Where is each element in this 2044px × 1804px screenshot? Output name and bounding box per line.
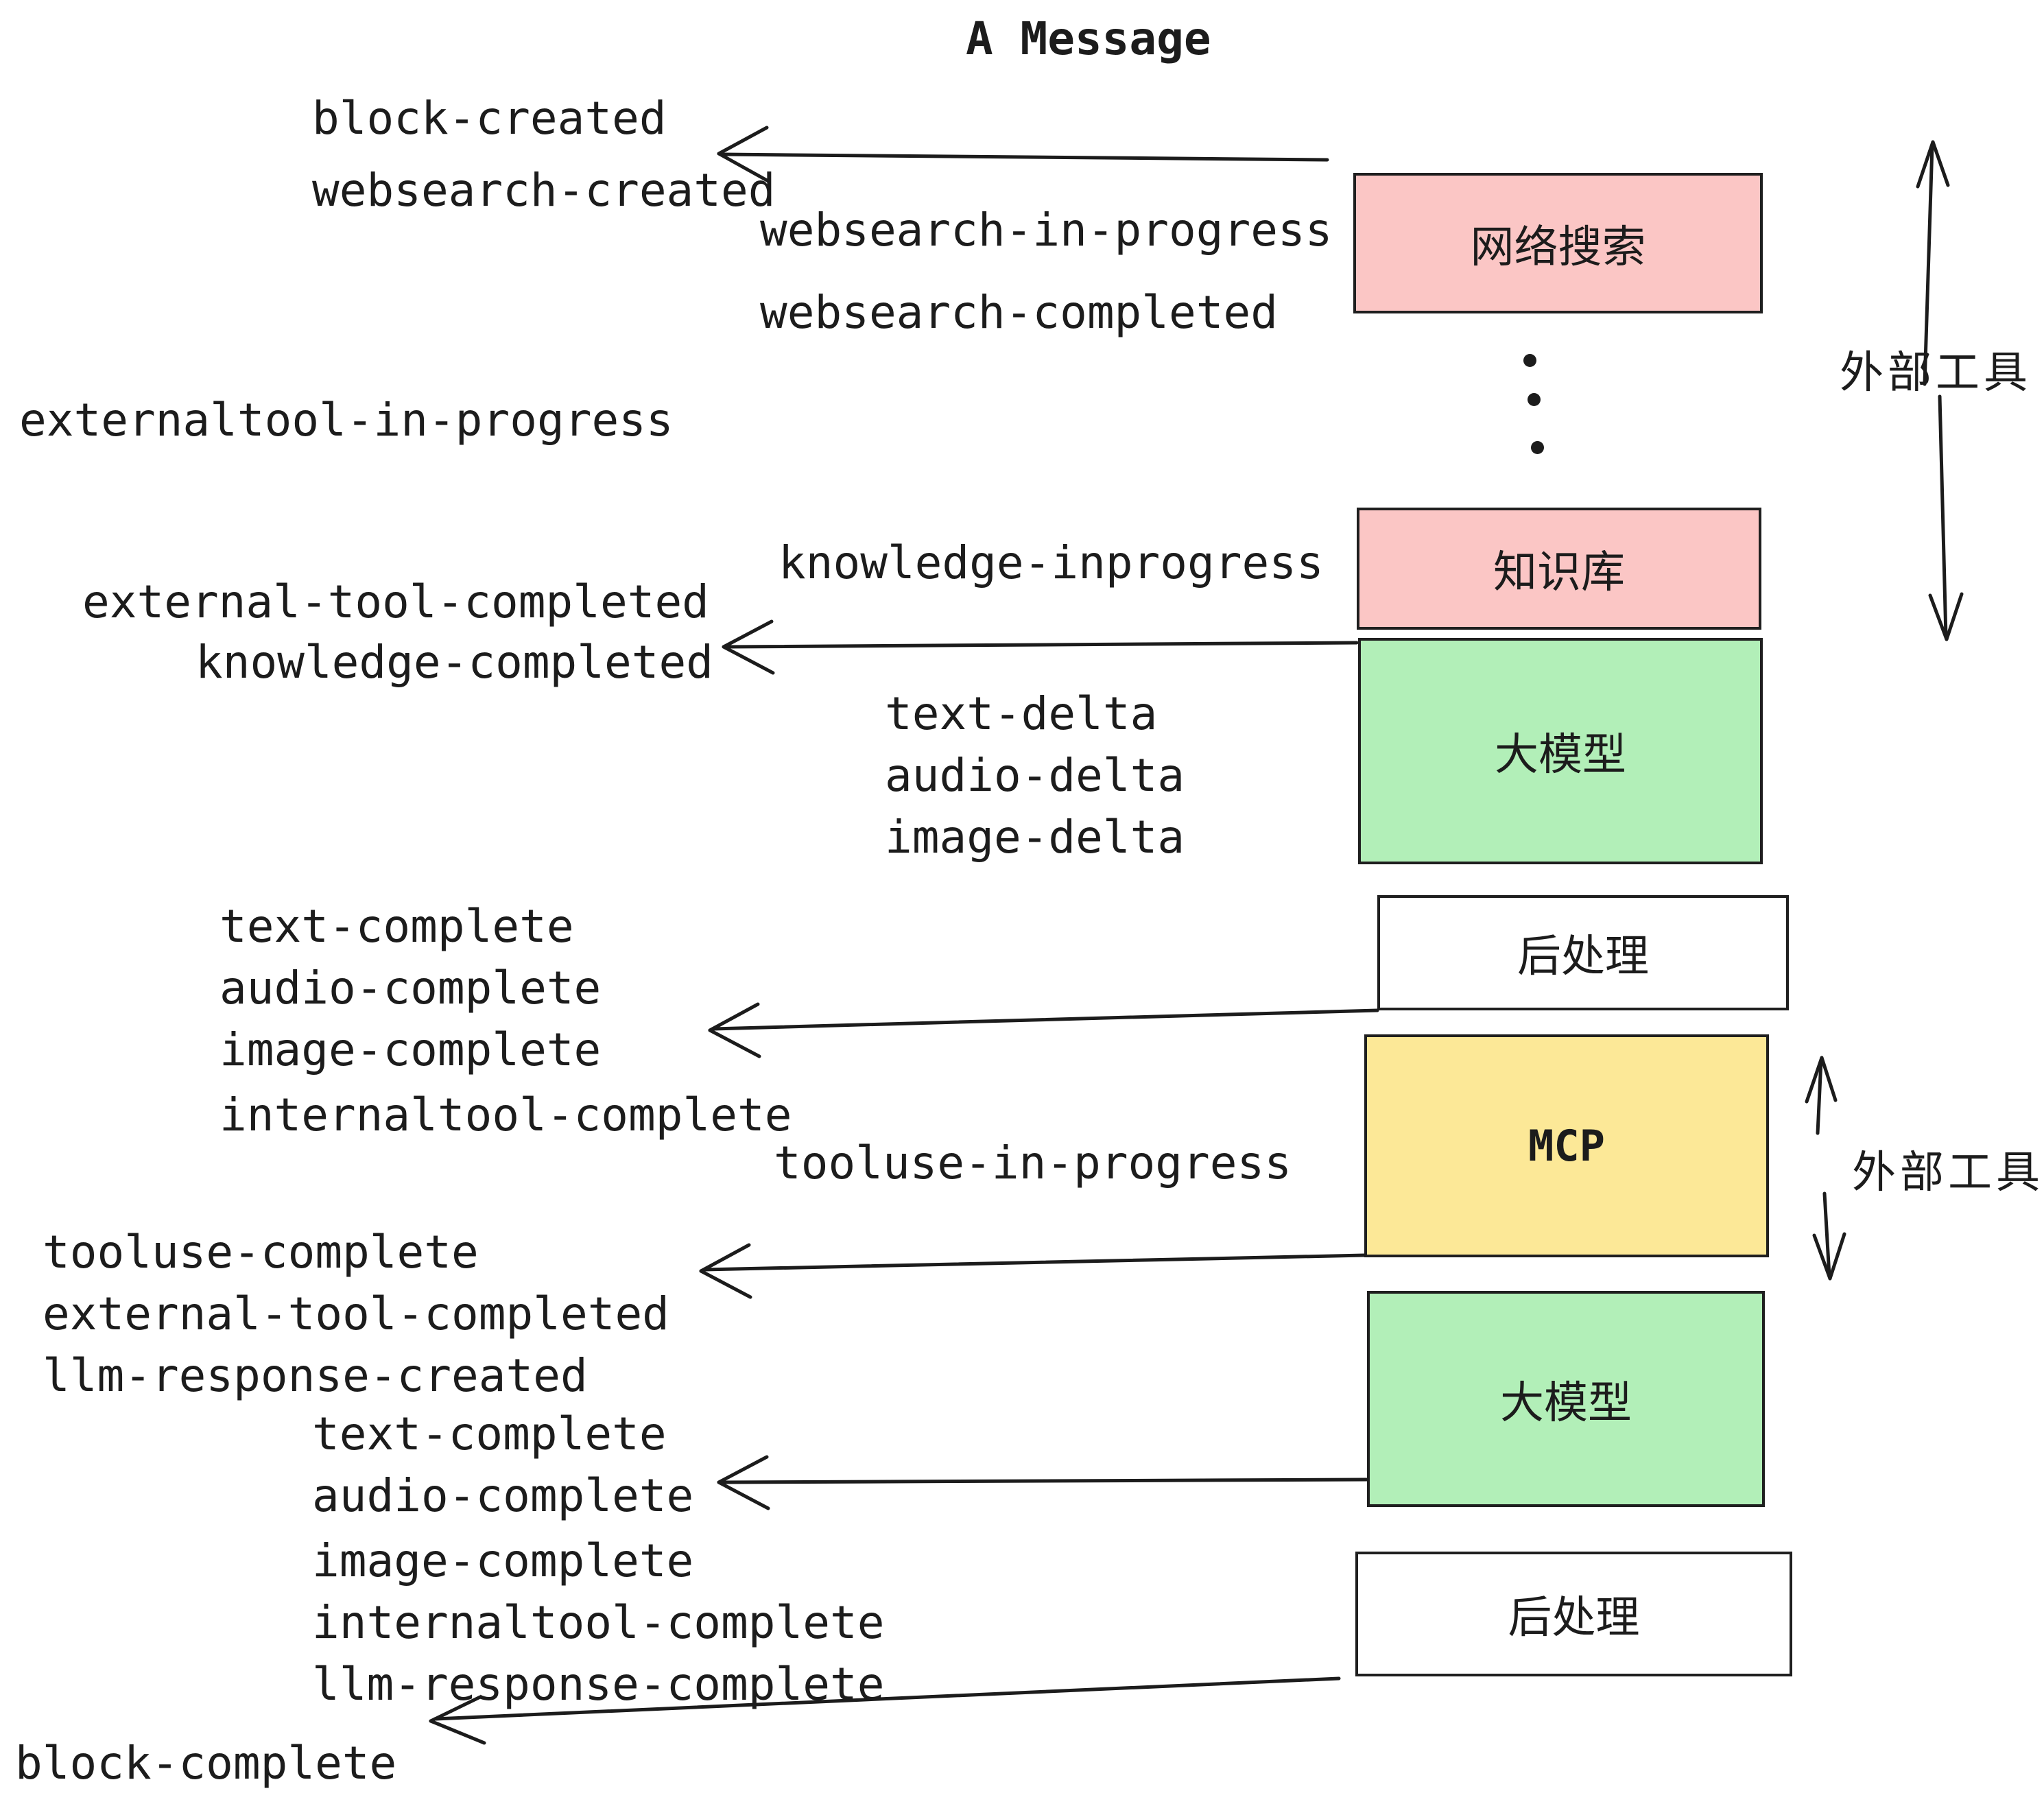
ellipsis-dot-2 [1528, 393, 1541, 406]
arrow-llm1-to-knowledge-completed [722, 619, 1359, 675]
event-external-tool-completed: external-tool-completed [82, 575, 709, 628]
ellipsis-dot-3 [1531, 441, 1544, 454]
event-audio-complete-1: audio-complete [219, 962, 602, 1014]
event-block-created: block-created [312, 92, 667, 145]
arrow-mcp-to-tooluse-complete [699, 1243, 1366, 1299]
event-image-complete-1: image-complete [219, 1023, 602, 1076]
event-block-complete: block-complete [15, 1737, 397, 1790]
event-llm-response-complete: llm-response-complete [312, 1658, 885, 1711]
event-text-complete-1: text-complete [219, 900, 574, 953]
box-postprocess-1-label: 后处理 [1517, 931, 1649, 981]
event-knowledge-completed: knowledge-completed [195, 636, 713, 689]
arrow-post1-to-image-complete [708, 1002, 1379, 1058]
box-knowledge: 知识库 [1357, 508, 1761, 630]
event-image-delta-1: image-delta [885, 811, 1185, 864]
box-mcp-label: MCP [1528, 1121, 1605, 1171]
arrow-external-tools-top-down [1928, 394, 1964, 641]
box-postprocess-2-label: 后处理 [1508, 1593, 1640, 1642]
arrow-websearch-to-created [717, 126, 1329, 183]
event-external-tool-completed-2: external-tool-completed [43, 1287, 669, 1340]
box-websearch: 网络搜索 [1353, 173, 1763, 313]
event-websearch-in-progress: websearch-in-progress [760, 204, 1333, 257]
external-tools-label-top: 外部工具 [1840, 348, 2032, 397]
box-mcp: MCP [1364, 1034, 1769, 1257]
external-tools-label-mcp: 外部工具 [1852, 1148, 2044, 1197]
event-websearch-created: websearch-created [312, 164, 776, 217]
ellipsis-dot-1 [1523, 354, 1536, 367]
event-audio-delta-1: audio-delta [885, 749, 1185, 802]
page-title: A Message [966, 12, 1211, 65]
box-llm-2-label: 大模型 [1500, 1377, 1632, 1427]
box-llm-2: 大模型 [1367, 1291, 1765, 1507]
event-websearch-completed: websearch-completed [760, 286, 1278, 339]
box-postprocess-2: 后处理 [1355, 1552, 1792, 1676]
event-image-complete-2: image-complete [312, 1534, 694, 1587]
arrow-llm2-to-audio-complete [717, 1455, 1369, 1510]
arrow-external-tools-mcp-up [1805, 1056, 1838, 1135]
box-llm-1: 大模型 [1358, 638, 1763, 864]
event-knowledge-inprogress: knowledge-inprogress [779, 536, 1324, 589]
box-knowledge-label: 知识库 [1493, 547, 1625, 597]
event-text-delta-1: text-delta [885, 687, 1158, 740]
box-llm-1-label: 大模型 [1495, 730, 1626, 779]
event-externaltool-in-progress: externaltool-in-progress [19, 394, 674, 447]
event-text-complete-2: text-complete [312, 1408, 667, 1460]
box-postprocess-1: 后处理 [1377, 895, 1789, 1010]
event-audio-complete-2: audio-complete [312, 1469, 694, 1522]
event-internaltool-complete-1: internaltool-complete [219, 1089, 792, 1141]
arrow-external-tools-mcp-down [1812, 1191, 1846, 1281]
event-internaltool-complete-2: internaltool-complete [312, 1596, 885, 1649]
event-llm-response-created: llm-response-created [43, 1349, 588, 1402]
event-tooluse-in-progress: tooluse-in-progress [774, 1137, 1292, 1189]
box-websearch-label: 网络搜索 [1470, 222, 1646, 272]
event-tooluse-complete: tooluse-complete [43, 1226, 479, 1279]
